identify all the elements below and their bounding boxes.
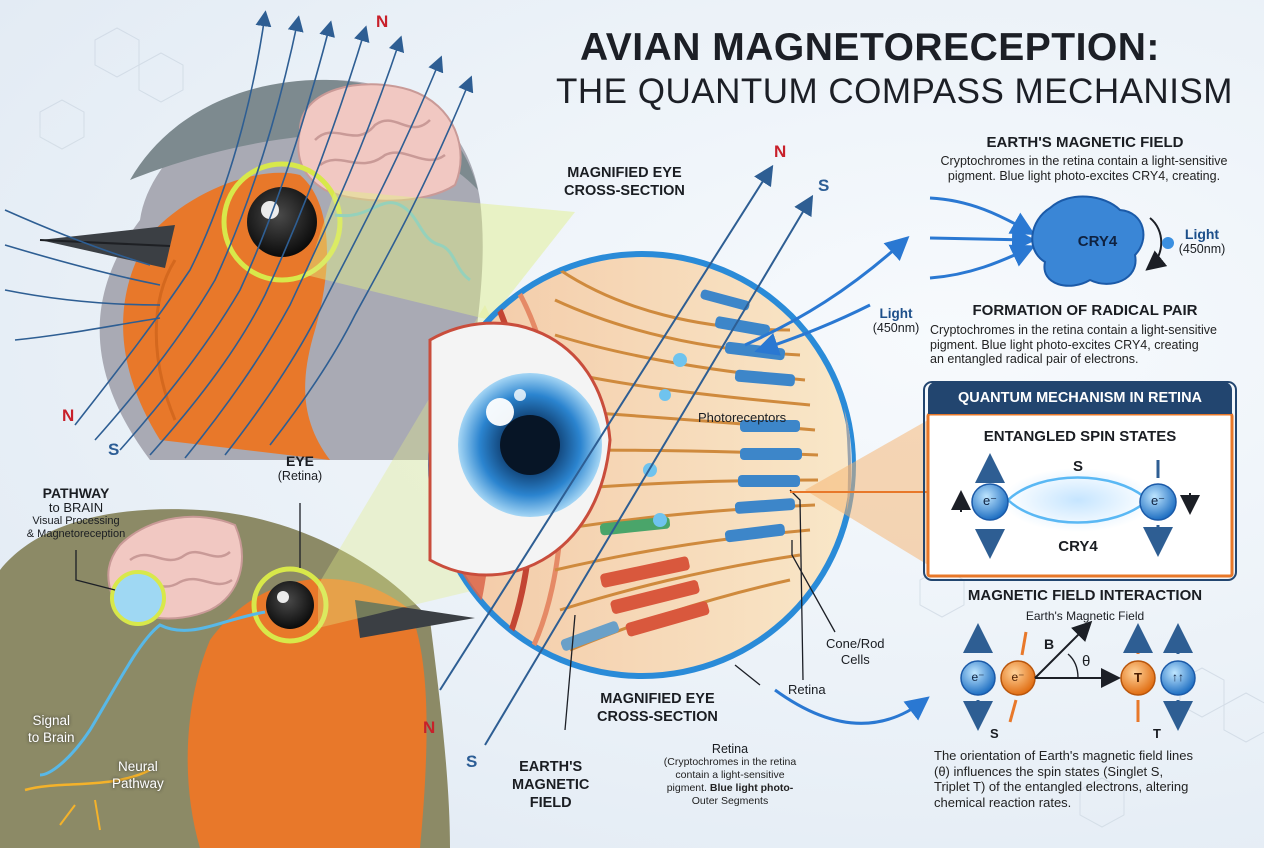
electron-right-label: e⁻: [1150, 493, 1166, 508]
light-nm: (450nm): [872, 321, 920, 335]
photoreceptor-stack: [554, 268, 819, 652]
electron-left-label: e⁻: [982, 493, 998, 508]
leader-lines: [75, 489, 836, 731]
bottom-bird: [0, 509, 475, 848]
retina-note-text: (Cryptochromes in the retina contain a l…: [663, 756, 797, 794]
interaction-electron-2: e⁻: [1011, 670, 1025, 684]
radical-pair-text: Cryptochromes in the retina contain a li…: [930, 323, 1217, 366]
quantum-box: [923, 381, 1237, 581]
light-title-right: Light: [1184, 226, 1220, 242]
light-arrows: [744, 235, 930, 725]
hex-pattern: [39, 27, 1264, 828]
singlet-label: S: [1072, 458, 1083, 475]
top-eye-connector: [306, 190, 575, 320]
magnified-label-top: MAGNIFIED EYE CROSS-SECTION: [564, 165, 685, 199]
interaction-s-label: S: [990, 726, 999, 741]
pathway-sub: Visual Processing & Magnetoreception: [26, 515, 126, 540]
retina-note: Retina (Cryptochromes in the retina cont…: [640, 742, 820, 808]
pathway-label: PATHWAY to BRAIN Visual Processing & Mag…: [20, 486, 132, 541]
theta-label: θ: [1082, 653, 1091, 670]
retina-note-tail: Outer Segments: [691, 795, 769, 807]
retina-note-body: (Cryptochromes in the retina contain a l…: [640, 756, 820, 808]
retina-note-bold: Blue light photo-: [709, 782, 794, 794]
neural-pathway-label: Neural Pathway: [112, 759, 164, 791]
north-label-top: N: [376, 12, 389, 31]
bottom-bird-eye: [266, 581, 314, 629]
pathway-to-text: to BRAIN: [48, 500, 104, 515]
quantum-box-header: QUANTUM MECHANISM IN RETINA: [928, 382, 1232, 414]
interaction-electron-1: e⁻: [971, 670, 985, 684]
interaction-sub: Earth's Magnetic Field: [1025, 609, 1145, 623]
brain-highlight-ring: [110, 570, 166, 626]
title-line-1: AVIAN MAGNETORECEPTION:: [580, 26, 1160, 69]
north-label-bottom: N: [423, 718, 436, 737]
eye-retina-label: EYE (Retina): [268, 453, 332, 483]
cry4-field-graphic: [929, 195, 1174, 287]
cry4-molecule-label: CRY4: [1077, 233, 1118, 250]
electron-left: [971, 483, 1009, 521]
top-bird: [39, 79, 483, 460]
light-title: Light: [879, 306, 913, 321]
interaction-heading: MAGNETIC FIELD INTERACTION: [967, 587, 1203, 604]
eye-sub: (Retina): [277, 469, 323, 483]
triplet-electron-label: T: [1134, 670, 1142, 685]
light-nm-right: (450nm): [1178, 242, 1226, 256]
interaction-text: The orientation of Earth's magnetic fiel…: [934, 748, 1194, 810]
circle-field-lines: [439, 164, 814, 746]
south-label-circle: S: [818, 176, 830, 195]
eye-title: EYE: [285, 453, 314, 469]
magnified-eye-circle: [428, 251, 856, 679]
south-label-bottom: S: [466, 752, 478, 771]
light-label-circle: Light (450nm): [864, 306, 928, 335]
electron-right: [1139, 483, 1177, 521]
earth-field-text: Cryptochromes in the retina contain a li…: [940, 154, 1228, 183]
interaction-t-label: T: [1153, 726, 1161, 741]
north-label-circle: N: [774, 142, 787, 161]
cry4-molecule-blob: [1031, 195, 1145, 287]
earth-field-label-bottom: EARTH'S MAGNETIC FIELD: [512, 759, 590, 811]
entangled-heading: ENTANGLED SPIN STATES: [983, 428, 1177, 445]
magnified-label-bottom: MAGNIFIED EYE CROSS-SECTION: [597, 691, 718, 725]
radical-pair-heading: FORMATION OF RADICAL PAIR: [972, 302, 1198, 319]
bird-field-lines: [4, 10, 474, 459]
pathway-to: to BRAIN: [20, 501, 132, 515]
b-field-label: B: [1044, 636, 1055, 652]
neural-pathway-line: [39, 610, 266, 777]
light-label-right: Light (450nm): [1172, 226, 1232, 256]
retina-label: Retina: [788, 682, 826, 697]
triplet-arrows-label: ↑↑: [1172, 670, 1184, 684]
north-label-left: N: [62, 406, 75, 425]
photoreceptors-label: Photoreceptors: [698, 410, 787, 425]
title-line-2: THE QUANTUM COMPASS MECHANISM: [556, 72, 1233, 111]
pathway-title: PATHWAY: [42, 485, 110, 501]
bottom-eye-highlight-ring: [251, 566, 329, 644]
earth-field-heading: EARTH'S MAGNETIC FIELD: [986, 134, 1184, 151]
interaction-graphic: [960, 620, 1196, 731]
top-eye-highlight-ring: [221, 161, 343, 283]
magnified-eyeball: [428, 321, 612, 577]
south-label-left: S: [108, 440, 120, 459]
retina-note-title: Retina: [711, 742, 749, 756]
quantum-cry4-label: CRY4: [1058, 538, 1098, 555]
signal-label: Signal to Brain: [28, 713, 75, 745]
cone-rod-label: Cone/Rod Cells: [826, 636, 885, 667]
